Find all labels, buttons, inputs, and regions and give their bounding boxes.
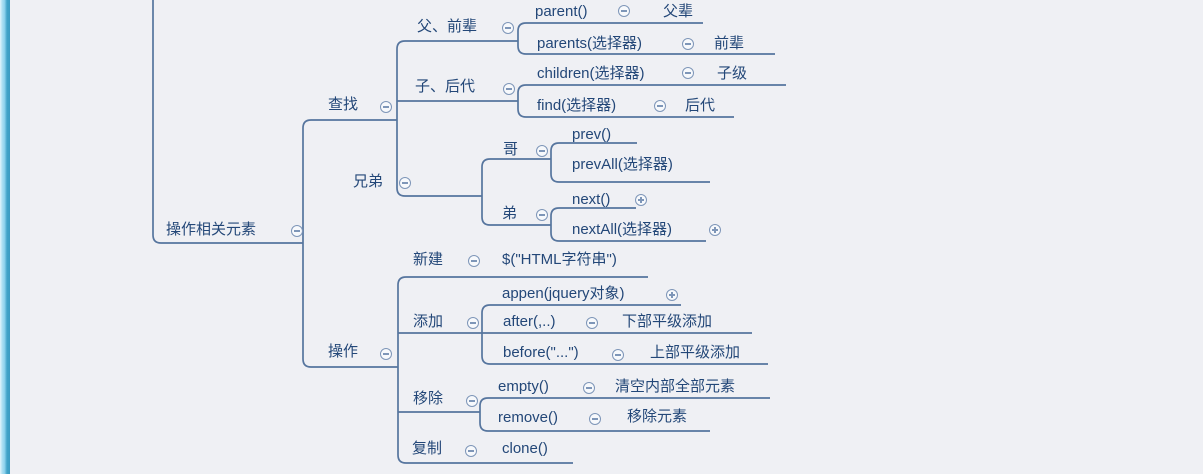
topic-empty-fn[interactable]: empty() [498,378,549,395]
connector-root-children-bracket [302,119,398,368]
topic-parents-fn[interactable]: parents(选择器) [537,35,643,52]
connector-operate-children-bracket [397,276,648,464]
topic-clone-fn[interactable]: clone() [502,440,548,457]
topic-remove-fn[interactable]: remove() [498,409,559,426]
collapse-icon[interactable] [612,349,624,361]
connector-siblings-bracket [481,158,551,226]
connector-older-bracket [550,142,710,183]
expand-icon[interactable] [635,194,647,206]
collapse-icon[interactable] [465,445,477,457]
topic-older-sibling[interactable]: 哥 [503,141,519,158]
collapse-icon[interactable] [503,83,515,95]
expand-icon[interactable] [666,289,678,301]
topic-parent-fn[interactable]: parent() [535,3,588,20]
collapse-icon[interactable] [536,145,548,157]
collapse-icon[interactable] [589,413,601,425]
topic-before-note[interactable]: 上部平级添加 [650,344,741,361]
topic-parent-note[interactable]: 父辈 [663,3,694,20]
topic-prevall-fn[interactable]: prevAll(选择器) [572,156,673,173]
collapse-icon[interactable] [466,395,478,407]
topic-before-fn[interactable]: before("...") [503,344,579,361]
collapse-icon[interactable] [502,22,514,34]
topic-add-group[interactable]: 添加 [413,313,444,330]
topic-create-group[interactable]: 新建 [413,251,444,268]
topic-remove-note[interactable]: 移除元素 [627,408,688,425]
topic-siblings-group[interactable]: 兄弟 [353,173,384,190]
topic-root[interactable]: 操作相关元素 [166,221,257,238]
collapse-icon[interactable] [682,38,694,50]
topic-after-fn[interactable]: after(,..) [503,313,556,330]
topic-prev-fn[interactable]: prev() [572,126,612,143]
topic-operate-branch[interactable]: 操作 [328,343,359,360]
collapse-icon[interactable] [291,225,303,237]
topic-empty-note[interactable]: 清空内部全部元素 [615,378,736,395]
topic-next-fn[interactable]: next() [572,191,611,208]
expand-icon[interactable] [709,224,721,236]
connector-find-children-bracket [396,40,518,197]
topic-parent-group[interactable]: 父、前辈 [417,18,478,35]
collapse-icon[interactable] [468,255,480,267]
connector-children-group-bracket [517,84,786,118]
topic-nextall-fn[interactable]: nextAll(选择器) [572,221,673,238]
collapse-icon[interactable] [682,67,694,79]
topic-find-fn[interactable]: find(选择器) [537,97,617,114]
collapse-icon[interactable] [618,5,630,17]
collapse-icon[interactable] [536,209,548,221]
topic-children-group[interactable]: 子、后代 [415,78,476,95]
collapse-icon[interactable] [586,317,598,329]
topic-find-note[interactable]: 后代 [685,97,716,114]
collapse-icon[interactable] [583,382,595,394]
topic-children-note[interactable]: 子级 [717,65,748,82]
connector-parent-group-bracket [517,22,775,55]
connector-add-children-bracket [481,304,768,365]
collapse-icon[interactable] [380,348,392,360]
topic-parents-note[interactable]: 前辈 [714,35,745,52]
collapse-icon[interactable] [467,317,479,329]
topic-appen-fn[interactable]: appen(jquery对象) [502,285,625,302]
topic-create-fn[interactable]: $("HTML字符串") [502,251,617,268]
collapse-icon[interactable] [654,100,666,112]
connector-younger-bracket [550,207,706,242]
window-edge-accent [0,0,10,474]
topic-find-branch[interactable]: 查找 [328,96,359,113]
topic-younger-sibling[interactable]: 弟 [502,205,518,222]
topic-clone-group[interactable]: 复制 [412,440,443,457]
topic-after-note[interactable]: 下部平级添加 [622,313,713,330]
connector-root [152,0,303,244]
collapse-icon[interactable] [399,177,411,189]
connector-remove-children-bracket [479,397,770,432]
collapse-icon[interactable] [380,101,392,113]
topic-children-fn[interactable]: children(选择器) [537,65,645,82]
topic-remove-group[interactable]: 移除 [413,390,444,407]
